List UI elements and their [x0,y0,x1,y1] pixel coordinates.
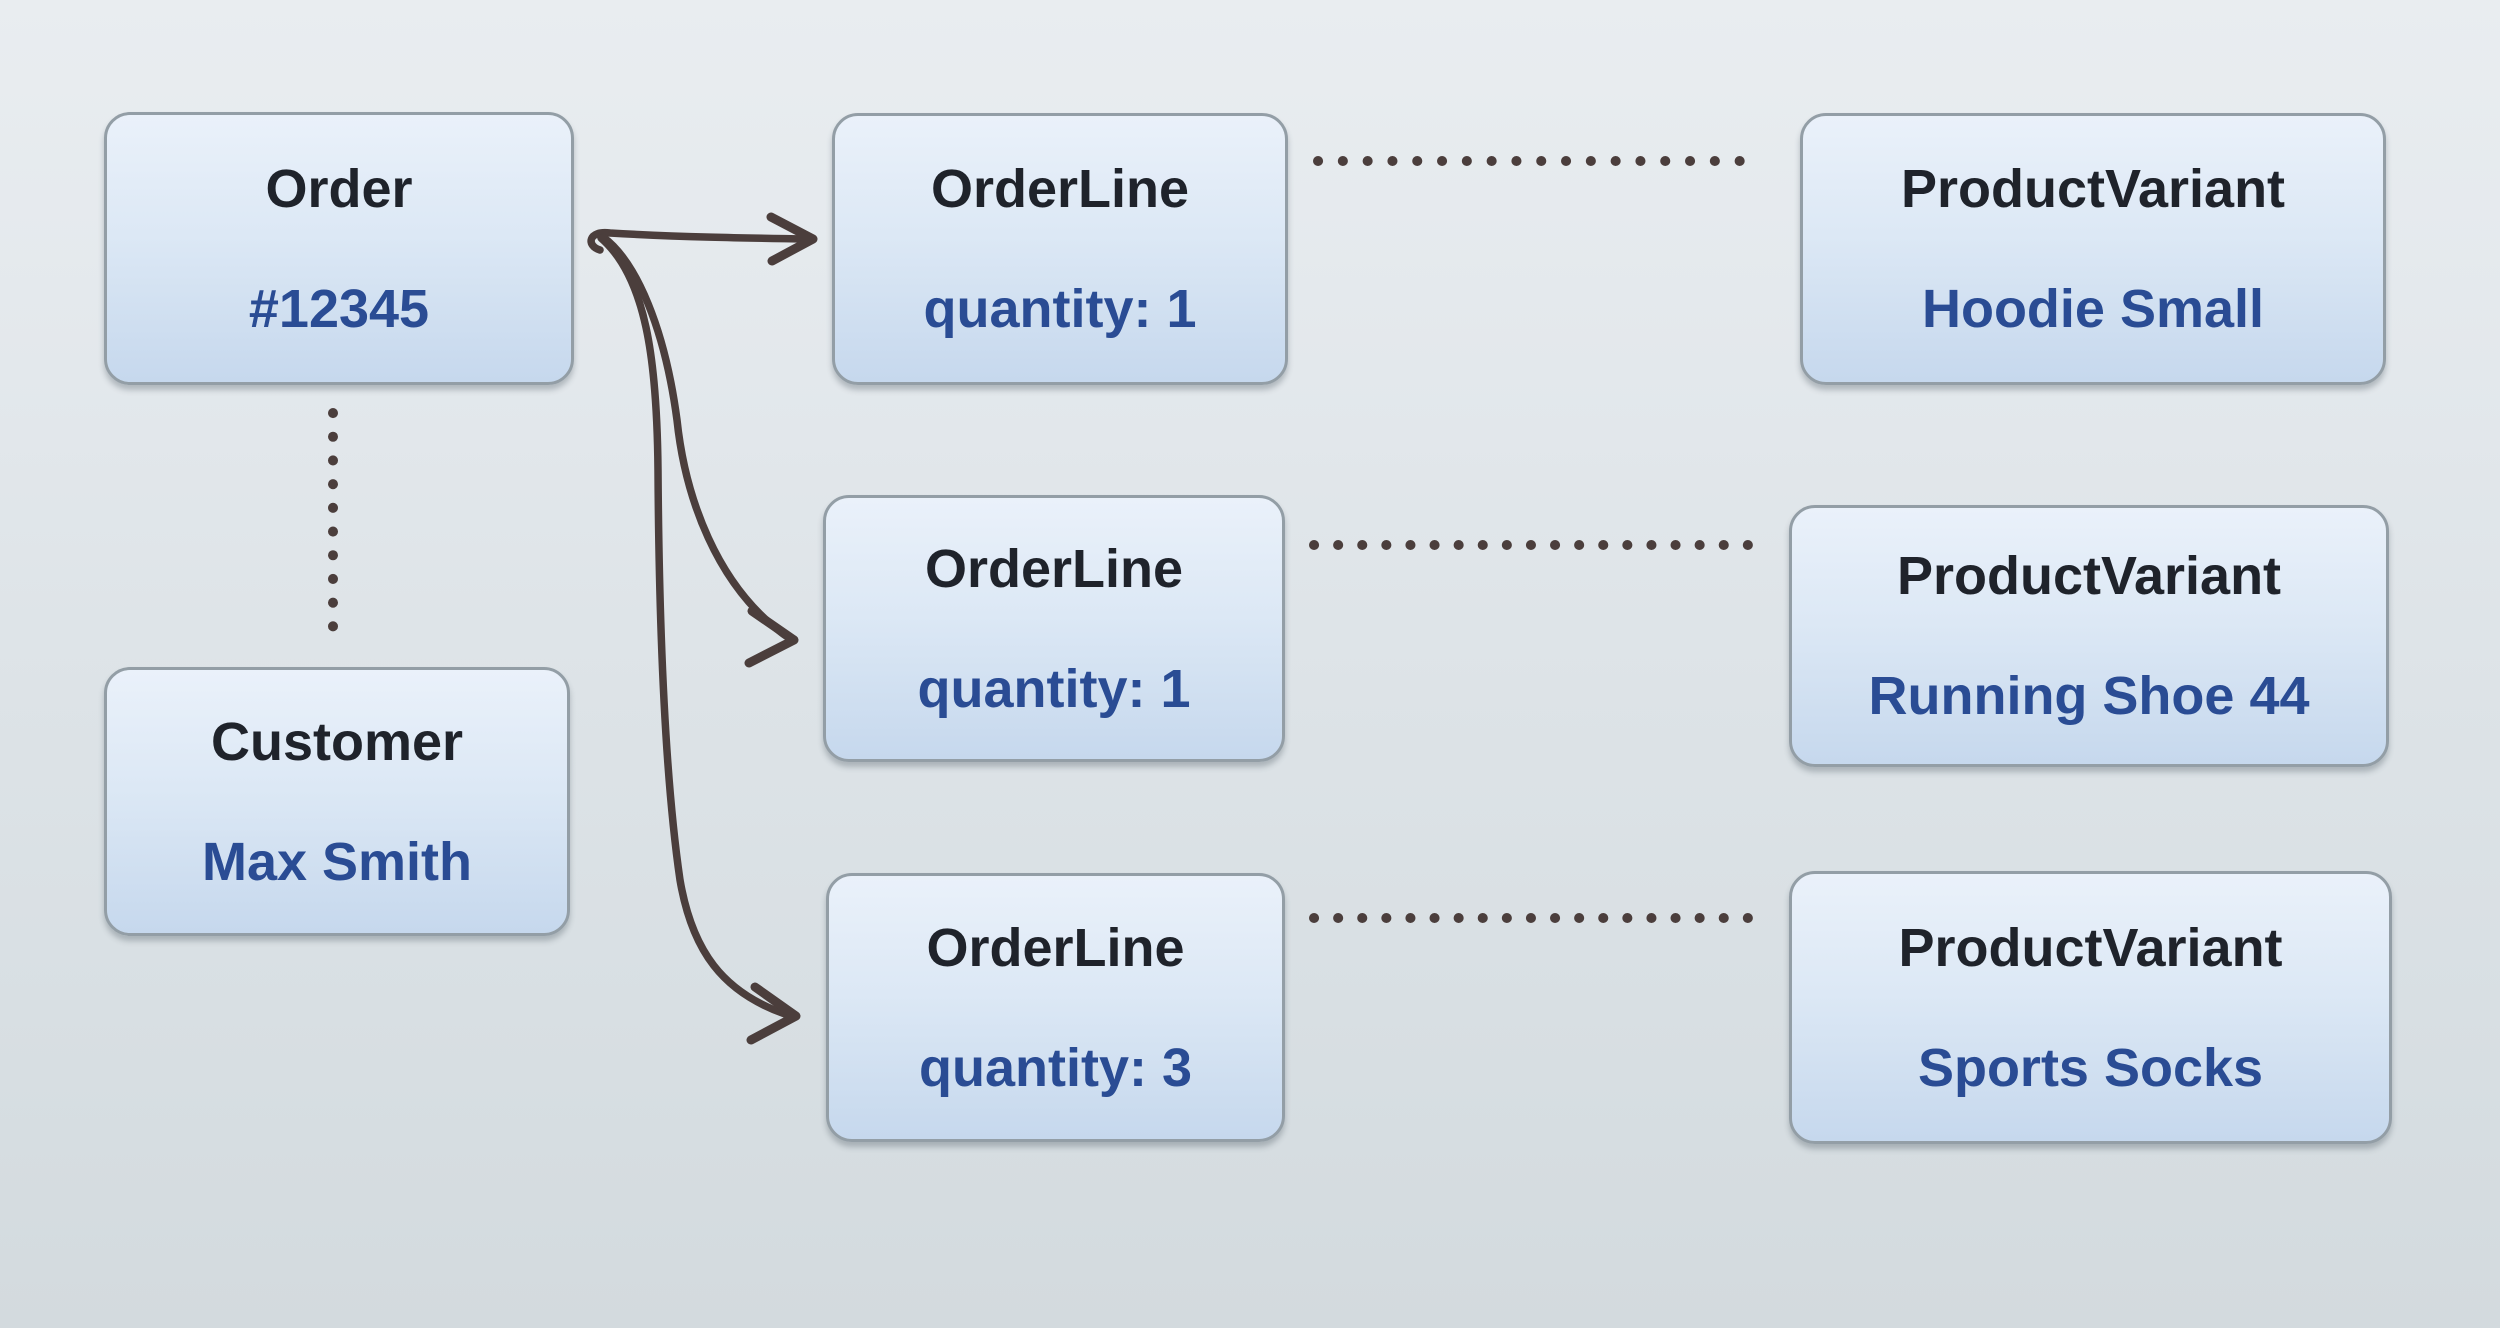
node-customer: Customer Max Smith [104,667,570,936]
node-orderline-3-title: OrderLine [926,917,1185,978]
node-productvariant-2-title: ProductVariant [1896,546,2282,606]
node-order: Order #12345 [104,112,574,385]
edge-order-orderline1-arrowhead [766,212,818,266]
node-order-value: #12345 [248,278,430,339]
node-orderline-3: OrderLine quantity: 3 [826,873,1285,1142]
node-customer-title: Customer [210,711,464,772]
node-order-title: Order [265,158,413,219]
node-productvariant-2: ProductVariant Running Shoe 44 [1789,505,2389,767]
edge-order-orderline2-arrowhead [744,606,799,668]
node-productvariant-2-value: Running Shoe 44 [1868,666,2310,726]
edge-order-orderline3-line [597,234,792,1019]
edge-order-orderline3-arrowhead [746,982,801,1045]
edge-order-orderline2-line [599,233,790,640]
node-orderline-2-title: OrderLine [924,538,1184,599]
node-productvariant-1-title: ProductVariant [1900,159,2286,219]
node-productvariant-1-value: Hoodie Small [1921,279,2265,339]
node-orderline-3-value: quantity: 3 [918,1037,1192,1098]
node-orderline-1-title: OrderLine [930,159,1190,219]
node-productvariant-3-value: Sports Socks [1917,1037,2264,1098]
node-orderline-1: OrderLine quantity: 1 [832,113,1288,385]
node-orderline-1-value: quantity: 1 [923,279,1197,339]
edge-order-orderline1-line [587,228,814,254]
node-orderline-2-value: quantity: 1 [917,658,1191,719]
node-customer-value: Max Smith [201,831,473,892]
node-productvariant-3-title: ProductVariant [1898,917,2283,978]
node-productvariant-3: ProductVariant Sports Socks [1789,871,2392,1144]
node-productvariant-1: ProductVariant Hoodie Small [1800,113,2386,385]
node-orderline-2: OrderLine quantity: 1 [823,495,1285,762]
